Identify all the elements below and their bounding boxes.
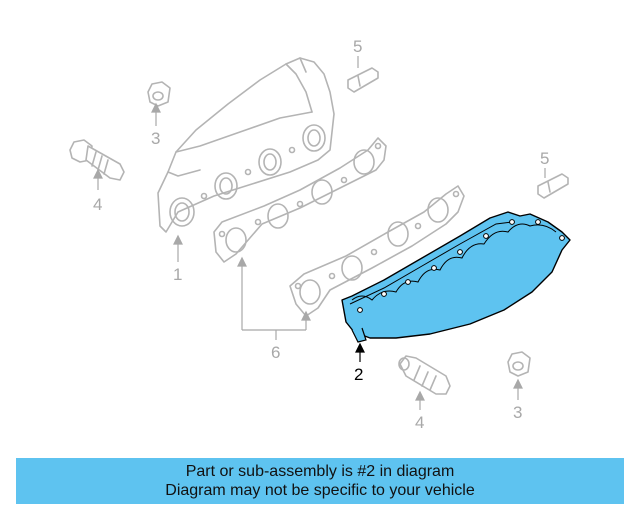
callout-2: 2 xyxy=(354,365,363,384)
exhaust-manifold-part-1[interactable] xyxy=(157,57,335,233)
callout-3-upper: 3 xyxy=(151,129,160,148)
stud-part-5-right[interactable] xyxy=(537,173,569,199)
stud-part-5-upper[interactable] xyxy=(347,67,379,93)
callout-5-upper: 5 xyxy=(353,37,362,56)
banner-line-2: Diagram may not be specific to your vehi… xyxy=(165,482,475,499)
nut-part-3-lower[interactable] xyxy=(507,351,531,377)
bolt-part-4-left[interactable] xyxy=(69,139,125,181)
callout-6: 6 xyxy=(271,343,280,362)
leader-lines xyxy=(93,56,546,410)
gasket-part-6-lower[interactable] xyxy=(289,185,465,317)
nut-part-3-upper[interactable] xyxy=(147,81,171,107)
callout-4-lower: 4 xyxy=(415,413,424,432)
gasket-part-6-upper[interactable] xyxy=(213,137,387,263)
callout-5-right: 5 xyxy=(540,149,549,168)
heat-shield-part-2[interactable] xyxy=(341,211,571,343)
callout-3-lower: 3 xyxy=(513,403,522,422)
callout-4-left: 4 xyxy=(93,195,102,214)
bolt-part-4-lower[interactable] xyxy=(398,355,451,395)
info-banner: Part or sub-assembly is #2 in diagram Di… xyxy=(16,458,624,504)
callout-1: 1 xyxy=(173,265,182,284)
leader-line-part-2 xyxy=(355,342,365,362)
parts-diagram: 5 3 4 1 5 6 2 3 4 xyxy=(69,37,571,432)
banner-line-1: Part or sub-assembly is #2 in diagram xyxy=(185,463,455,480)
